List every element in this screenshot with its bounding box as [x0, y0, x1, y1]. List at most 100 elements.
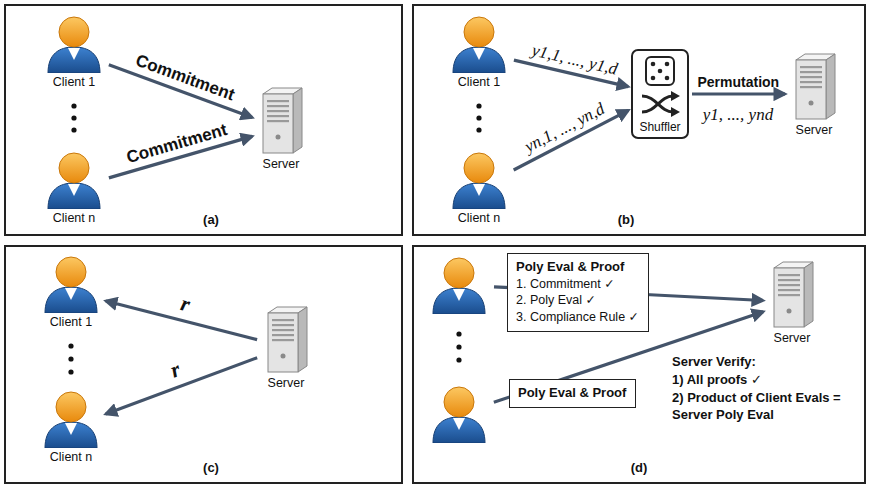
node-label: 2. Poly Eval ✓ [516, 292, 639, 309]
proof-box: Poly Eval & Proof1. Commitment ✓2. Poly … [507, 253, 649, 332]
server-front [263, 94, 293, 153]
server-tower [257, 85, 305, 155]
person-head [56, 257, 86, 287]
server-slot [272, 329, 294, 331]
server-slot [267, 120, 289, 122]
node-label: Server [774, 331, 811, 345]
node-label: Server [796, 123, 833, 137]
node-label: Client n [53, 211, 95, 225]
dice-pip [651, 76, 656, 81]
server-slot [778, 289, 800, 291]
server-slot [800, 81, 822, 83]
node-label: Client n [458, 211, 500, 225]
person-body [433, 417, 485, 443]
server-tower [262, 304, 310, 374]
person-body [453, 47, 505, 73]
person-body [48, 183, 100, 209]
dice-pip [658, 69, 663, 74]
arrow-connector [692, 92, 785, 95]
client-icon [427, 256, 491, 314]
client-icon: Client 1 [39, 255, 103, 329]
person-body [45, 422, 97, 448]
person-icon [44, 15, 104, 73]
dot [476, 127, 481, 132]
server-side [826, 54, 835, 119]
server-slot [778, 279, 800, 281]
person-head [59, 153, 89, 183]
server-front [774, 268, 804, 327]
person-body [45, 287, 97, 313]
person-collar [453, 289, 465, 301]
dice-pip [651, 62, 656, 67]
panel-frame: (b)Client 1Client nShufflerServery1, ...… [412, 4, 866, 236]
person-icon [429, 385, 489, 443]
server-icon: Server [766, 259, 818, 345]
server-icon: Server [255, 85, 307, 171]
server-icon: Server [260, 304, 312, 390]
node-label: Server [268, 376, 305, 390]
output-sequence: y1, ..., ynd [703, 105, 773, 125]
dot [71, 127, 76, 132]
node-label: Client 1 [53, 75, 95, 89]
person-collar [453, 418, 465, 430]
server-slot [267, 115, 289, 117]
box-heading: Poly Eval & Proof [518, 384, 626, 402]
node-label: 1. Commitment ✓ [516, 276, 639, 293]
server-side [804, 262, 813, 327]
server-tower [790, 51, 838, 121]
person-collar [473, 48, 485, 60]
person-head [444, 258, 474, 288]
person-icon [44, 151, 104, 209]
verify-note: Server Verify: [672, 353, 756, 370]
server-slot [267, 105, 289, 107]
shuffle-arrowhead [671, 107, 680, 117]
node-label: 3. Compliance Rule ✓ [516, 309, 639, 326]
person-collar [65, 423, 77, 435]
node-label: Client 1 [50, 315, 92, 329]
server-slot [800, 86, 822, 88]
client-icon: Client 1 [447, 15, 511, 89]
shuffle-arrow [642, 96, 673, 112]
person-collar [68, 48, 80, 60]
dot [476, 103, 481, 108]
server-slot [800, 76, 822, 78]
server-front [268, 313, 298, 372]
panel-frame: (a)Client 1Client nServer [4, 4, 403, 236]
server-slot [778, 274, 800, 276]
server-slot [800, 66, 822, 68]
verify-note: 2) Product of Client Evals = Server Poly… [672, 389, 857, 423]
person-icon [449, 151, 509, 209]
node-label: Client n [50, 450, 92, 464]
node-label: Shuffler [639, 120, 680, 134]
dot [456, 344, 461, 349]
server-button [787, 309, 792, 314]
person-icon [449, 15, 509, 73]
edge-label: r [167, 356, 184, 383]
client-icon: Client n [39, 390, 103, 464]
server-slot [778, 294, 800, 296]
box-heading: Poly Eval & Proof [516, 258, 639, 276]
shuffle-arrowhead [671, 91, 680, 101]
edge-label: Commitment [124, 120, 229, 168]
person-body [433, 288, 485, 314]
person-collar [65, 288, 77, 300]
dot [456, 357, 461, 362]
node-label: Client 1 [458, 75, 500, 89]
server-button [276, 135, 281, 140]
person-icon [429, 256, 489, 314]
node-label: Server [263, 157, 300, 171]
person-head [59, 17, 89, 47]
panel-frame: (c)Client 1Client nServer [4, 245, 403, 484]
server-slot [778, 284, 800, 286]
person-head [464, 153, 494, 183]
client-icon: Client n [447, 151, 511, 225]
client-icon: Client 1 [42, 15, 106, 89]
person-body [48, 47, 100, 73]
person-collar [473, 184, 485, 196]
server-tower [768, 259, 816, 329]
server-slot [272, 324, 294, 326]
panel-frame: (d)Poly Eval & Proof1. Commitment ✓2. Po… [412, 245, 866, 484]
dice-pip [665, 62, 670, 67]
person-collar [68, 184, 80, 196]
dot [456, 331, 461, 336]
